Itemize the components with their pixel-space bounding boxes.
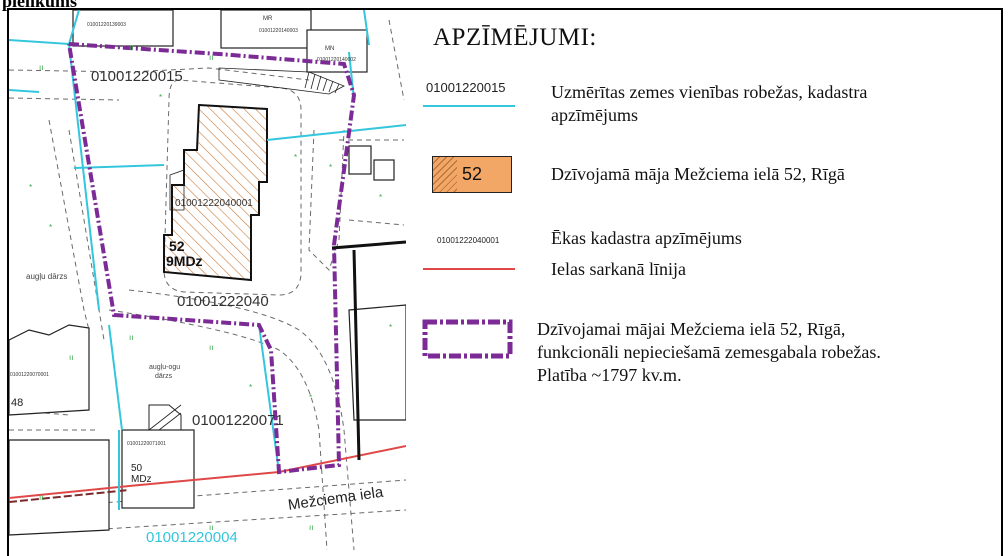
- legend-text-parcel: Uzmērītas zemes vienības robežas, kadast…: [551, 82, 868, 125]
- parcel-label: 01001220071: [192, 412, 284, 429]
- svg-text:ıı: ıı: [209, 343, 213, 352]
- svg-text:ıı: ıı: [129, 43, 133, 52]
- garden-label: augļu dārzs: [26, 272, 68, 281]
- street-red-line: [9, 445, 406, 499]
- svg-text:ıı: ıı: [209, 523, 213, 532]
- svg-text:*: *: [49, 223, 52, 232]
- svg-text:*: *: [329, 163, 332, 172]
- building-floors-label: 9MDz: [166, 253, 203, 269]
- legend-symbol-building-code: 01001222040001: [437, 236, 500, 245]
- svg-text:ıı: ıı: [209, 53, 213, 62]
- svg-text:ıı: ıı: [309, 523, 313, 532]
- map-legend: APZĪMĒJUMI: 01001220015 Uzmērītas zemes …: [407, 10, 1001, 556]
- house-number-label: 50: [131, 463, 143, 474]
- svg-text:ıı: ıı: [39, 63, 43, 72]
- legend-text-building: Dzīvojamā māja Mežciema ielā 52, Rīgā: [551, 164, 845, 184]
- building-52: [163, 103, 268, 282]
- building-code-label: 01001222040001: [175, 198, 253, 209]
- slope-hatching: [304, 71, 340, 94]
- parcel-label: 01001220015: [91, 68, 183, 85]
- svg-text:*: *: [309, 393, 312, 402]
- figure-frame: [7, 8, 1003, 556]
- legend-title: APZĪMĒJUMI:: [433, 24, 597, 51]
- svg-text:*: *: [379, 193, 382, 202]
- building-use-label: MR: [263, 16, 273, 22]
- svg-text:*: *: [249, 383, 252, 392]
- house-number-label: 48: [11, 397, 24, 409]
- house-floors-label: MDz: [131, 474, 152, 485]
- parcel-label: 01001220004: [146, 529, 238, 546]
- svg-text:*: *: [294, 153, 297, 162]
- building-code-label: 01001220140002: [317, 57, 356, 63]
- svg-text:ıı: ıı: [129, 333, 133, 342]
- page-heading: ppielikumsielikums: [2, 0, 78, 11]
- cadastral-map: ıı ıı ıı * * * * * * ıı ıı ıı * * * ıı ıı ıı 0100122…: [9, 10, 406, 556]
- legend-boundary-symbol: [422, 319, 513, 359]
- functional-boundary: [67, 42, 357, 475]
- neighbor-buildings: [9, 10, 406, 536]
- legend-symbol-parcel: 01001220015: [426, 80, 506, 95]
- legend-symbol-building: 52: [432, 156, 512, 193]
- svg-text:ıı: ıı: [69, 353, 73, 362]
- svg-text:*: *: [389, 323, 392, 332]
- building-use-label: MN: [325, 46, 335, 52]
- garden-label: augļu-ogu: [149, 364, 181, 371]
- building-code-label: 01001220070001: [10, 372, 49, 378]
- vegetation-marks: ıı ıı ıı * * * * * * ıı ıı ıı * * * ıı ıı ıı: [29, 43, 392, 532]
- building-number-label: 52: [169, 238, 185, 254]
- svg-text:ıı: ıı: [39, 493, 43, 502]
- parcel-label: 01001222040: [177, 293, 269, 310]
- legend-text-building-code: Ēkas kadastra apzīmējums: [551, 228, 742, 248]
- legend-text-red-line: Ielas sarkanā līnija: [551, 259, 686, 279]
- building-code-label: 01001220140003: [259, 28, 298, 34]
- svg-text:*: *: [159, 93, 162, 102]
- building-code-label: 01001220071001: [127, 441, 166, 447]
- svg-text:*: *: [29, 183, 32, 192]
- garden-label: dārzs: [155, 373, 173, 380]
- map-canvas: ıı ıı ıı * * * * * * ıı ıı ıı * * * ıı ıı ıı: [9, 10, 406, 551]
- legend-text-boundary: Dzīvojamai mājai Mežciema ielā 52, Rīgā,…: [537, 319, 881, 385]
- legend-red-line: [423, 268, 515, 270]
- legend-cyan-line: [423, 105, 515, 107]
- building-code-label: 01001220139003: [87, 22, 126, 28]
